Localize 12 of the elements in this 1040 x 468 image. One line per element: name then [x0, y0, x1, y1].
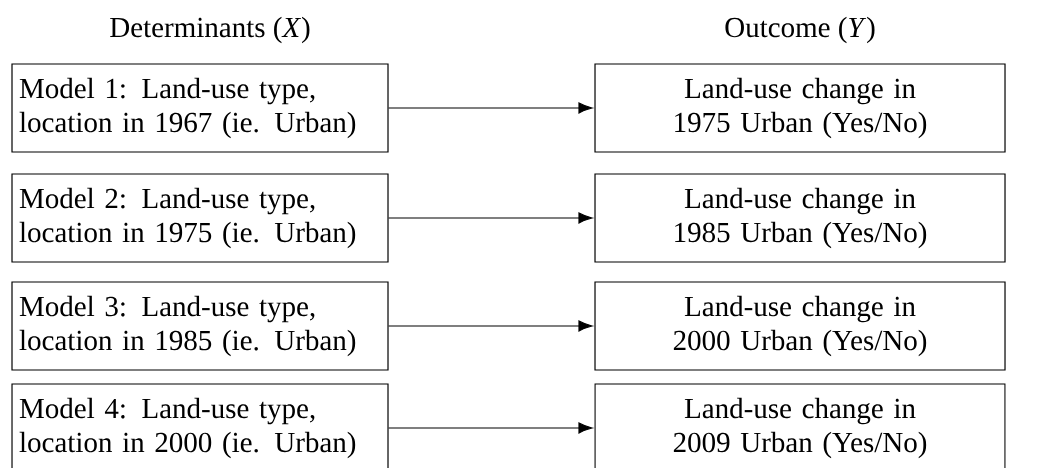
- arrow: [388, 422, 593, 434]
- text-box: Land-use change in 2009 Urban (Yes/No): [594, 383, 1006, 468]
- text-box: Land-use change in 1985 Urban (Yes/No): [594, 173, 1006, 263]
- text-box: Model 4: Land-use type, location in 2000 (ie. Urban): [11, 383, 389, 468]
- arrow: [388, 102, 593, 114]
- text-box: Land-use change in 1975 Urban (Yes/No): [594, 63, 1006, 153]
- arrow: [388, 320, 593, 332]
- arrow: [388, 212, 593, 224]
- text-box: Model 3: Land-use type, location in 1985 (ie. Urban): [11, 281, 389, 371]
- text-box: Model 1: Land-use type, location in 1967 (ie. Urban): [11, 63, 389, 153]
- text-box: Land-use change in 2000 Urban (Yes/No): [594, 281, 1006, 371]
- text-box: Model 2: Land-use type, location in 1975 (ie. Urban): [11, 173, 389, 263]
